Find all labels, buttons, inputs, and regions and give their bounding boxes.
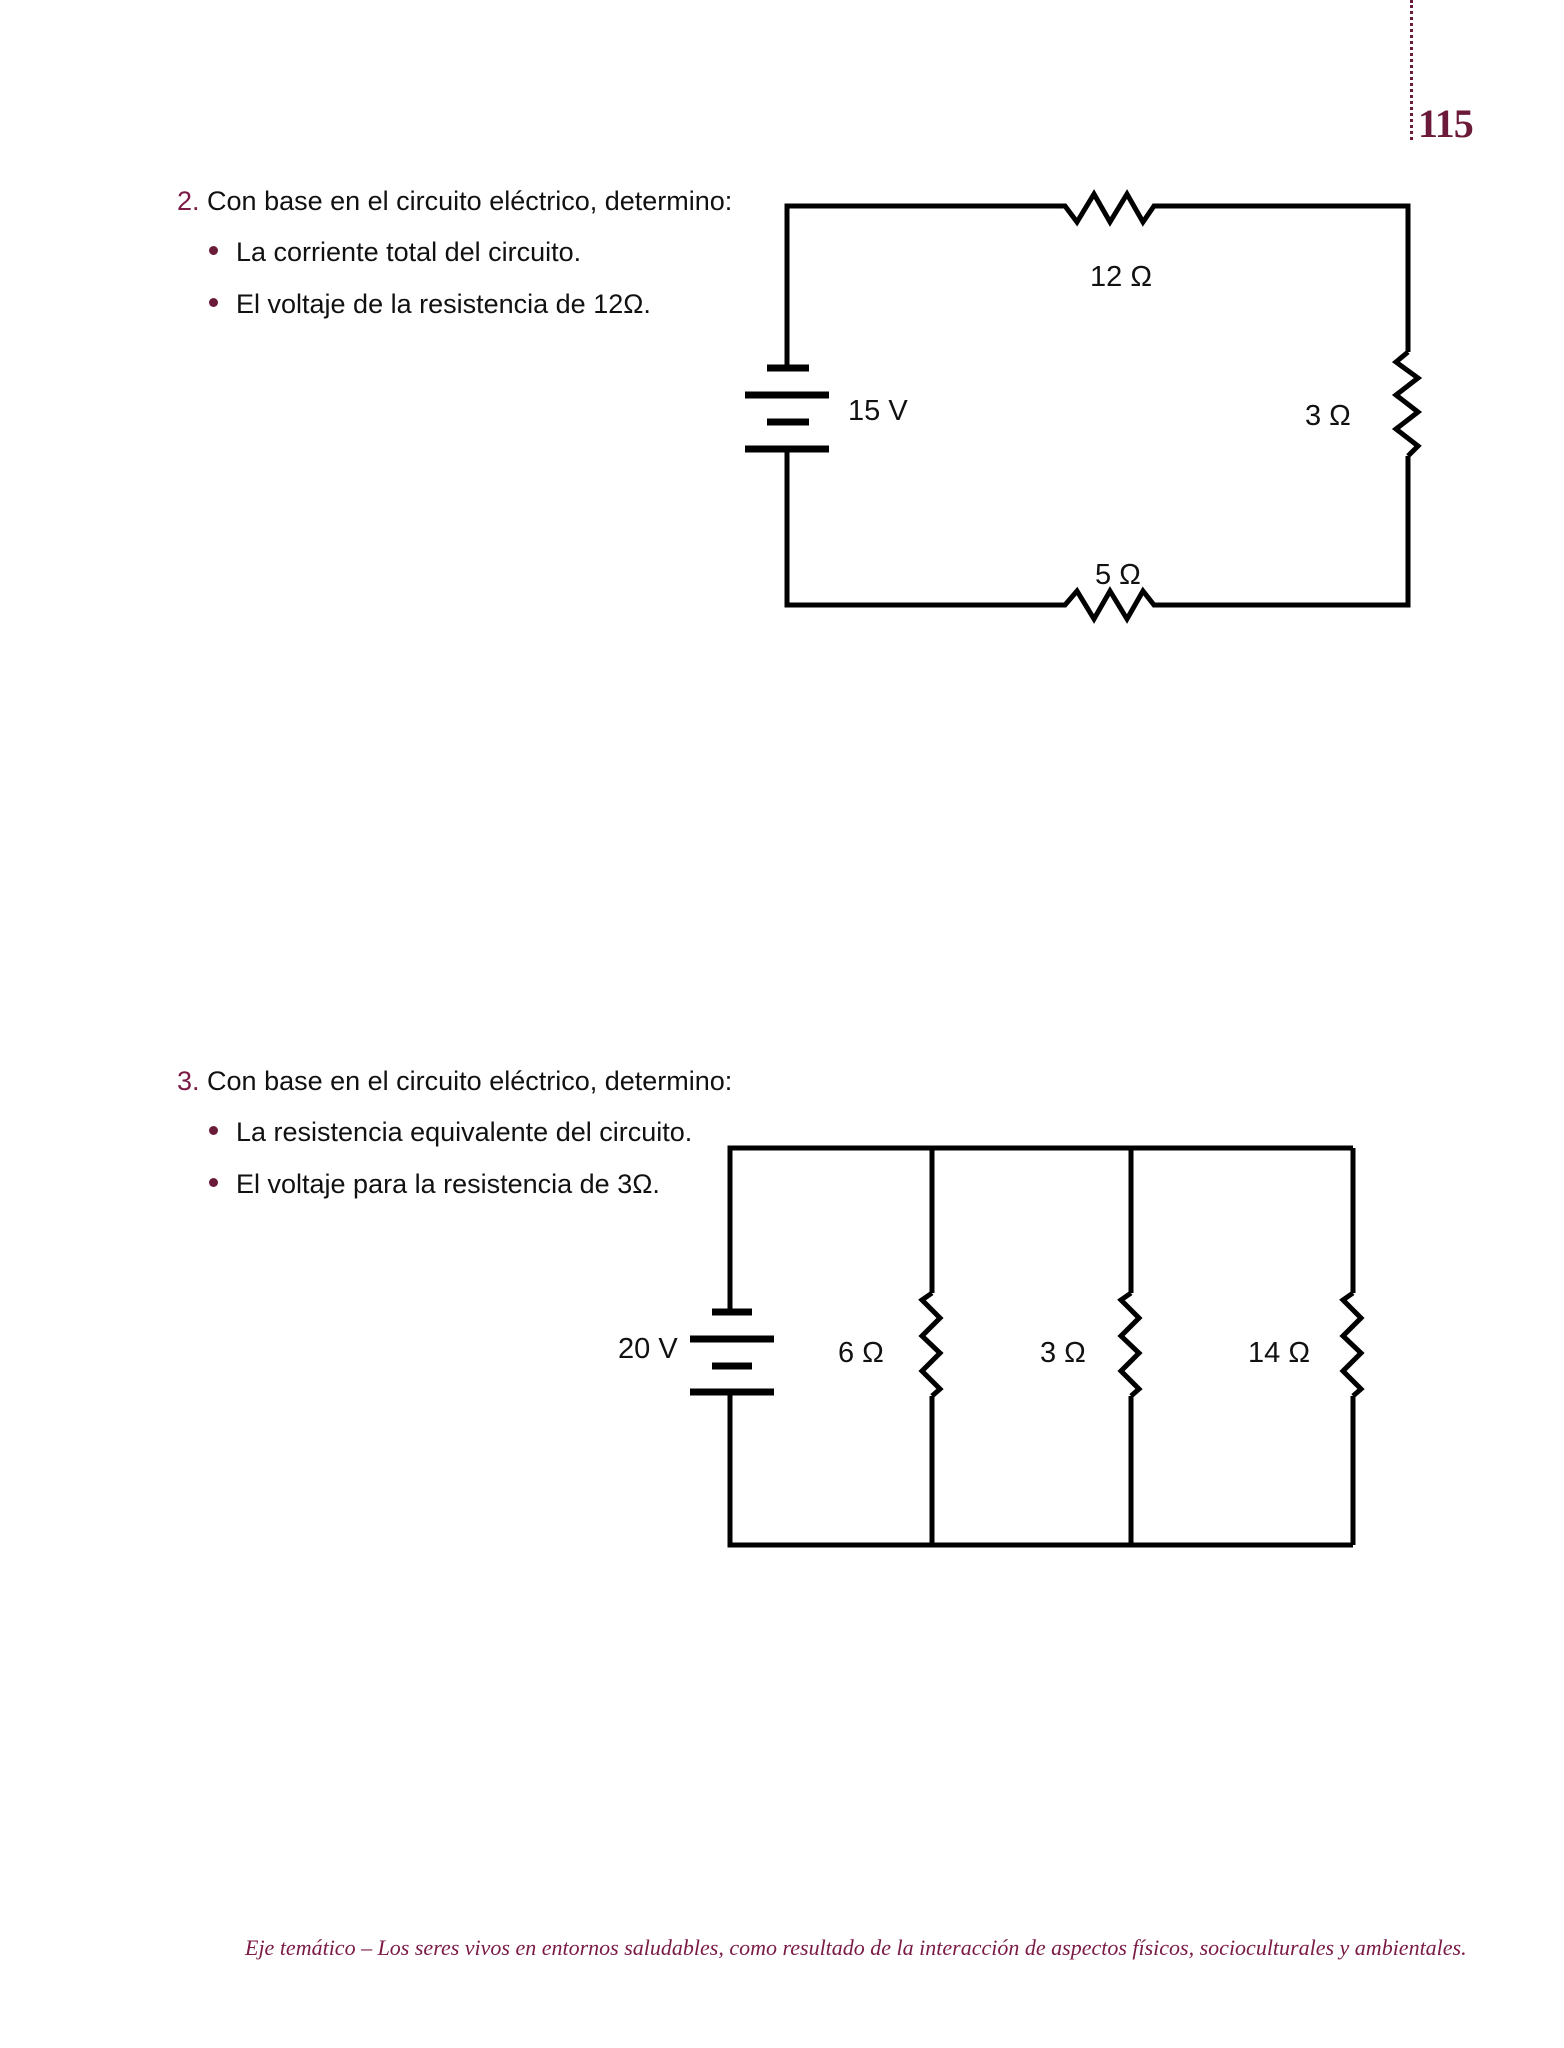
question-number: 2. [177, 186, 200, 216]
wire [784, 450, 1055, 608]
question-3-prompt: 3. Con base en el circuito eléctrico, de… [177, 1066, 732, 1097]
parallel-circuit [690, 1145, 1365, 1548]
resistor-3-ohm-icon [1117, 1290, 1143, 1398]
resistor-14-ohm-icon [1339, 1290, 1365, 1398]
bullet-icon [209, 1178, 218, 1188]
question-2-prompt: 2. Con base en el circuito eléctrico, de… [177, 186, 732, 217]
resistor-12-ohm-icon [1055, 189, 1160, 227]
footer-thematic-axis: Eje temático – Los seres vivos en entorn… [245, 1935, 1467, 1960]
resistor-label: 5 Ω [1095, 559, 1141, 591]
list-item: El voltaje de la resistencia de 12Ω. [209, 289, 651, 320]
voltage-label: 20 V [618, 1333, 678, 1365]
battery-icon [745, 364, 829, 453]
wire [1160, 456, 1411, 608]
question-text: Con base en el circuito eléctrico, deter… [207, 1066, 733, 1096]
battery-icon [690, 1308, 774, 1396]
resistor-label: 3 Ω [1040, 1337, 1086, 1369]
resistor-label: 6 Ω [838, 1337, 884, 1369]
question-text: Con base en el circuito eléctrico, deter… [207, 186, 733, 216]
wire [727, 1393, 1353, 1548]
list-item: La resistencia equivalente del circuito. [209, 1117, 692, 1148]
resistor-5-ohm-icon [1055, 586, 1160, 624]
wire [784, 203, 1055, 365]
resistor-label: 3 Ω [1305, 400, 1351, 432]
margin-dotted-line [1410, 0, 1413, 140]
bullet-icon [209, 246, 218, 256]
page-number: 115 [1418, 101, 1474, 146]
series-circuit [745, 189, 1423, 624]
list-item: El voltaje para la resistencia de 3Ω. [209, 1169, 660, 1200]
bullet-icon [209, 1126, 218, 1136]
list-item: La corriente total del circuito. [209, 237, 581, 268]
voltage-label: 15 V [848, 395, 908, 427]
resistor-6-ohm-icon [918, 1290, 944, 1398]
wire [1160, 203, 1411, 352]
resistor-3-ohm-icon [1391, 350, 1423, 458]
wire [727, 1145, 1353, 1309]
resistor-label: 12 Ω [1090, 261, 1152, 293]
bullet-icon [209, 298, 218, 308]
resistor-label: 14 Ω [1248, 1337, 1310, 1369]
question-number: 3. [177, 1066, 200, 1096]
